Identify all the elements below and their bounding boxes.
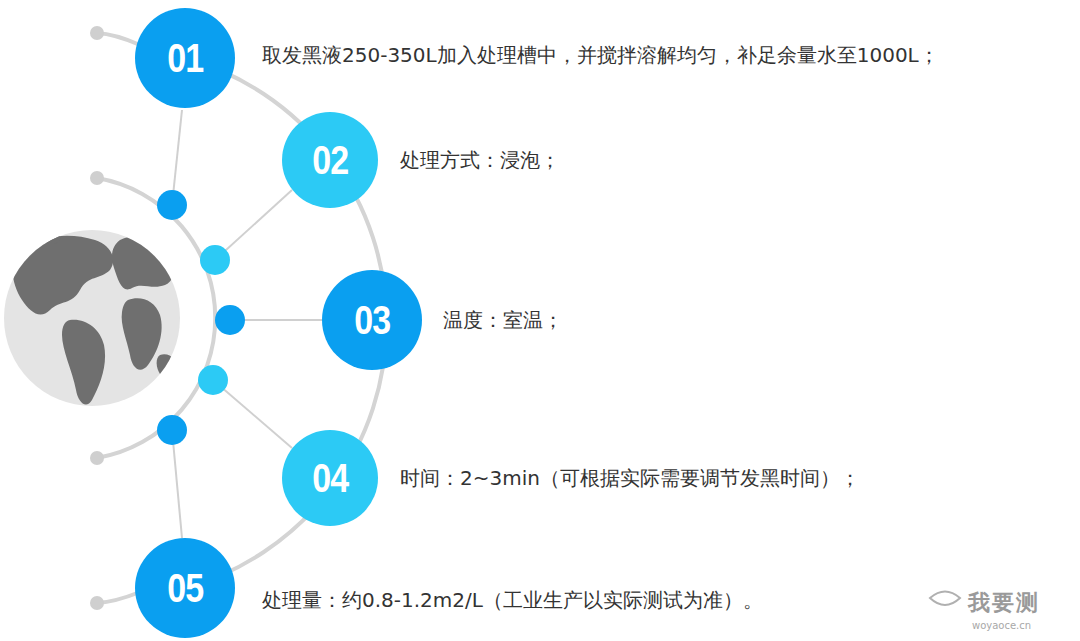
step-number: 02 [312, 138, 348, 183]
step-text: 处理量：约0.8-1.2m2/L（工业生产以实际测试为准）。 [262, 587, 763, 614]
step-circle: 02 [282, 112, 378, 208]
watermark-url: woyaoce.cn [972, 620, 1031, 631]
step-number: 03 [354, 298, 390, 343]
end-dots [90, 26, 104, 610]
watermark-logo [930, 592, 960, 606]
step-number: 05 [167, 566, 203, 611]
watermark: 我要测 [968, 588, 1040, 618]
step-text: 温度：室温； [443, 307, 563, 334]
globe-illustration [4, 230, 180, 406]
step-number: 04 [312, 456, 348, 501]
step-circle: 04 [282, 430, 378, 526]
inner-arc [97, 178, 215, 458]
joint-dots [157, 190, 245, 445]
step-number: 01 [167, 36, 203, 81]
step-circle: 03 [322, 270, 422, 370]
step-circle: 05 [135, 538, 235, 638]
step-circle: 01 [135, 8, 235, 108]
step-text: 取发黑液250-350L加入处理槽中，并搅拌溶解均匀，补足余量水至1000L； [262, 42, 939, 69]
step-text: 时间：2~3min（可根据实际需要调节发黑时间）； [400, 465, 860, 492]
step-text: 处理方式：浸泡； [400, 147, 560, 174]
